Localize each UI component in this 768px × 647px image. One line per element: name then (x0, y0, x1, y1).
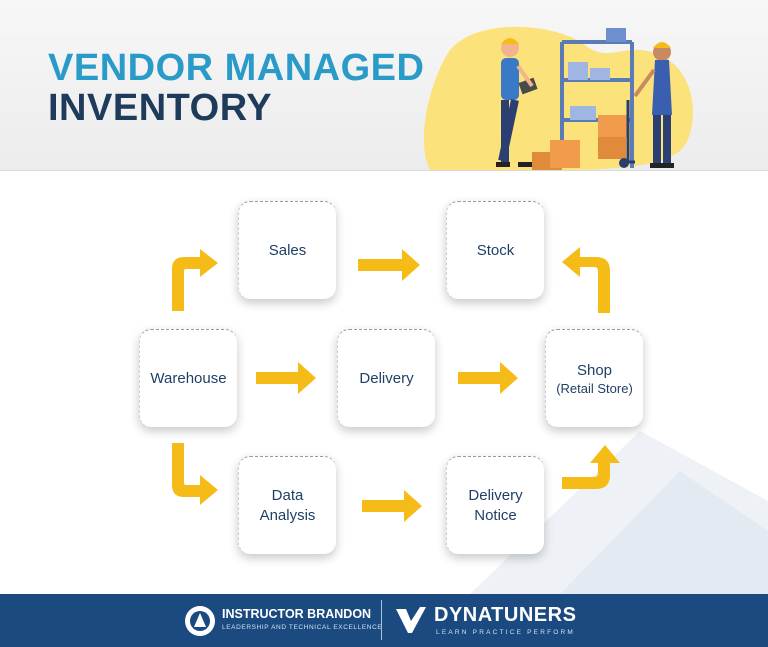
dynatuners-logo: DYNATUNERS LEARN PRACTICE PERFORM (394, 603, 594, 639)
brand2-tagline: LEARN PRACTICE PERFORM (436, 629, 576, 636)
footer-divider (381, 600, 382, 640)
node-data-analysis: Data Analysis (238, 456, 336, 554)
node-delivery-notice-label: Delivery Notice (468, 486, 523, 524)
node-stock: Stock (446, 201, 544, 299)
node-shop-subtitle: (Retail Store) (556, 380, 633, 396)
footer-bar: INSTRUCTOR BRANDON LEADERSHIP AND TECHNI… (0, 594, 768, 647)
diagram-area: Sales Stock Warehouse Delivery Shop (Ret… (0, 171, 768, 594)
node-delivery-notice: Delivery Notice (446, 456, 544, 554)
worker-with-clipboard (496, 38, 538, 167)
node-data-analysis-label: Data Analysis (259, 486, 316, 524)
worker-with-hand-truck (633, 42, 674, 168)
brand2-name: DYNATUNERS (434, 604, 577, 626)
title-line-1: VENDOR MANAGED (48, 47, 425, 89)
title-line-2: INVENTORY (48, 87, 273, 129)
node-shop: Shop (Retail Store) (545, 329, 643, 427)
background-mountain-shape (470, 431, 768, 594)
instructor-brandon-icon (185, 606, 215, 636)
instructor-brandon-logo: INSTRUCTOR BRANDON LEADERSHIP AND TECHNI… (184, 604, 384, 638)
node-sales: Sales (238, 201, 336, 299)
node-sales-label: Sales (268, 241, 307, 259)
node-shop-label: Shop (Retail Store) (556, 341, 633, 417)
cardboard-boxes (532, 115, 628, 170)
brand1-tagline: LEADERSHIP AND TECHNICAL EXCELLENCE (222, 624, 383, 631)
node-shop-title: Shop (576, 361, 613, 379)
node-delivery: Delivery (337, 329, 435, 427)
dynatuners-check-icon (396, 607, 426, 633)
node-stock-label: Stock (476, 241, 515, 259)
warehouse-workers-illustration (423, 26, 693, 170)
header: VENDOR MANAGED INVENTORY (0, 0, 768, 171)
node-warehouse-label: Warehouse (150, 369, 227, 387)
node-delivery-label: Delivery (359, 369, 414, 387)
node-warehouse: Warehouse (139, 329, 237, 427)
brand1-name: INSTRUCTOR BRANDON (222, 607, 372, 621)
